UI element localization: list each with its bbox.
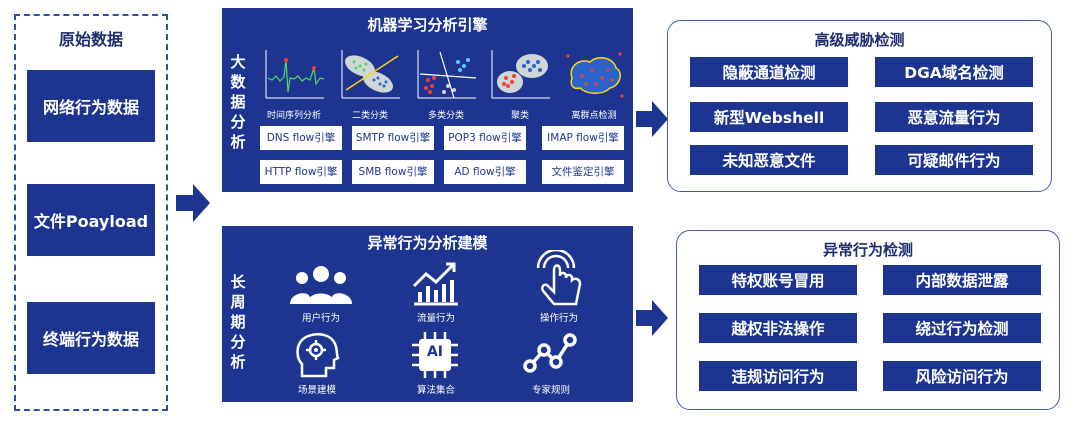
flow-arrow-threat: [636, 101, 668, 137]
method-outlier-detection: 离群点检测: [571, 111, 617, 121]
source-data-title: 原始数据: [58, 30, 123, 49]
method-time-series: 时间序列分析: [266, 111, 321, 121]
anomaly-bypass-detection: 绕过行为检测: [883, 313, 1041, 343]
flow-arrow-source: [176, 184, 210, 222]
method-binary-classification: 二类分类: [351, 111, 388, 121]
anomaly-privileged-account: 特权账号冒用: [699, 265, 857, 295]
time-series-thumbnail: [262, 48, 326, 102]
engine-dns: DNS flow引擎: [260, 126, 342, 150]
network-nodes-icon: [523, 333, 577, 373]
threat-covert-channel: 隐蔽通道检测: [690, 57, 848, 87]
expert-rules-label: 专家规则: [531, 385, 570, 396]
long-cycle-char: 析: [230, 353, 246, 371]
long-cycle-char: 期: [230, 313, 246, 331]
threat-suspicious-email: 可疑邮件行为: [875, 145, 1033, 175]
engine-file-identification: 文件鉴定引擎: [542, 160, 624, 184]
engine-http: HTTP flow引擎: [260, 160, 342, 184]
source-item-file-payload: 文件Poayload: [27, 184, 155, 256]
method-multi-classification: 多类分类: [427, 111, 464, 121]
big-data-char: 据: [230, 93, 246, 111]
head-gear-icon: [296, 333, 340, 378]
threat-detection-panel: 高级威胁检测 隐蔽通道检测 DGA域名检测 新型Webshell 恶意流量行为 …: [667, 20, 1052, 192]
long-cycle-char: 周: [230, 293, 246, 311]
engine-ad: AD flow引擎: [444, 160, 526, 184]
anomaly-data-leak: 内部数据泄露: [883, 265, 1041, 295]
engine-smb: SMB flow引擎: [352, 160, 434, 184]
engine-smtp: SMTP flow引擎: [352, 126, 434, 150]
multi-classification-thumbnail: [414, 48, 478, 102]
anomaly-risky-access: 风险访问行为: [883, 361, 1041, 391]
big-data-char: 大: [230, 53, 246, 71]
anomaly-unauthorized-operation: 越权非法操作: [699, 313, 857, 343]
ai-chip-text: AI: [426, 344, 444, 360]
anomaly-detection-title: 异常行为检测: [822, 241, 913, 259]
source-data-panel: 原始数据 网络行为数据 文件Poayload 终端行为数据: [14, 14, 168, 411]
big-data-char: 析: [230, 133, 246, 151]
traffic-chart-icon: [412, 262, 458, 306]
threat-malicious-traffic: 恶意流量行为: [875, 102, 1033, 132]
threat-unknown-malware: 未知恶意文件: [690, 145, 848, 175]
touch-pointer-icon: [536, 250, 582, 306]
long-cycle-char: 长: [230, 273, 246, 291]
engine-pop3: POP3 flow引擎: [444, 126, 526, 150]
threat-dga-domain: DGA域名检测: [875, 57, 1033, 87]
ml-engine-title: 机器学习分析引擎: [367, 16, 488, 34]
source-item-endpoint: 终端行为数据: [27, 302, 155, 374]
clustering-thumbnail: [488, 48, 552, 102]
anomaly-violating-access: 违规访问行为: [699, 361, 857, 391]
long-cycle-char: 分: [230, 333, 246, 351]
algorithm-set-label: 算法集合: [416, 385, 455, 396]
anomaly-detection-panel: 异常行为检测 特权账号冒用 内部数据泄露 越权非法操作 绕过行为检测 违规访问行…: [676, 230, 1060, 410]
threat-new-webshell: 新型Webshell: [690, 102, 848, 132]
big-data-char: 数: [230, 73, 246, 91]
long-cycle-label: 长 周 期 分 析: [228, 272, 248, 372]
anomaly-modeling-panel: 异常行为分析建模 长 周 期 分 析 用户行为 流量行为: [222, 226, 633, 402]
big-data-char: 分: [230, 113, 246, 131]
ml-engine-panel: 机器学习分析引擎 大 数 据 分 析 时间序列分析 二类分类 多类分: [222, 8, 633, 192]
big-data-label: 大 数 据 分 析: [228, 52, 248, 152]
scenario-modeling-label: 场景建模: [297, 385, 336, 396]
ai-chip-icon: [412, 332, 458, 378]
operation-behavior-label: 操作行为: [539, 313, 578, 324]
anomaly-modeling-title: 异常行为分析建模: [367, 234, 488, 252]
user-behavior-label: 用户行为: [301, 313, 340, 324]
engine-imap: IMAP flow引擎: [542, 126, 624, 150]
threat-detection-title: 高级威胁检测: [814, 31, 905, 49]
outlier-detection-thumbnail: [562, 48, 626, 102]
flow-arrow-anomaly: [636, 300, 668, 336]
users-icon: [290, 266, 352, 304]
method-clustering: 聚类: [510, 111, 529, 121]
source-item-network: 网络行为数据: [27, 70, 155, 142]
binary-classification-thumbnail: [338, 48, 402, 102]
traffic-behavior-label: 流量行为: [416, 313, 455, 324]
